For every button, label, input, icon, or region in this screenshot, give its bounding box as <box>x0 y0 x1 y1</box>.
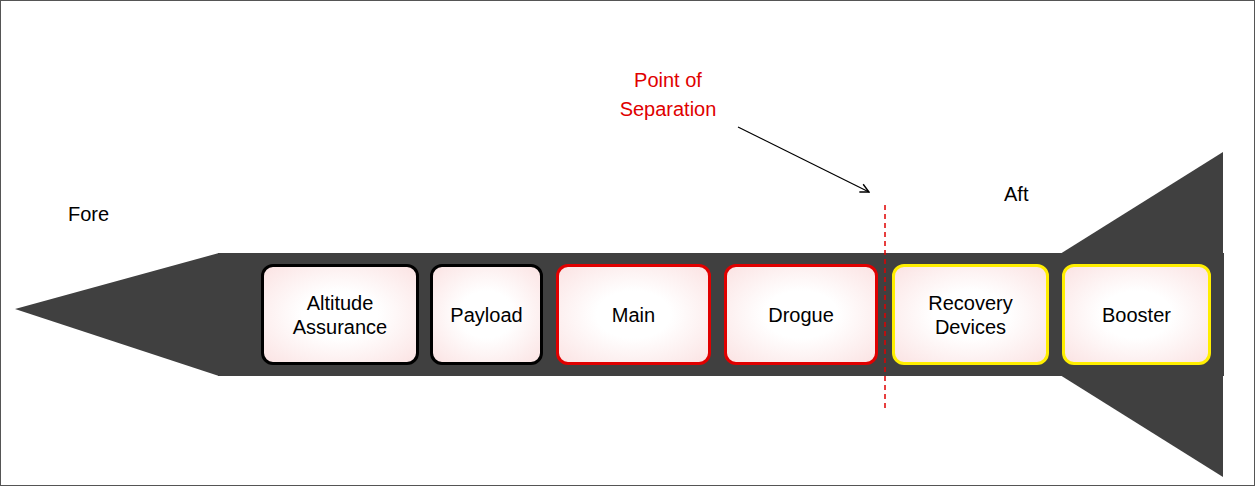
nose-cone <box>15 253 219 376</box>
leader-arrow <box>738 127 869 192</box>
section-box: Payload <box>430 264 543 365</box>
section-name: Booster <box>1102 303 1171 327</box>
section-box: Recovery Devices <box>892 264 1049 365</box>
text-wrap: Booster <box>1102 303 1171 327</box>
rocket-body <box>218 253 1224 376</box>
section-box: Booster <box>1062 264 1211 365</box>
text-wrap: Recovery Devices <box>901 291 1040 339</box>
direction-label: Aft <box>1004 180 1064 209</box>
fin <box>1060 375 1223 477</box>
section-box: Main <box>556 264 711 365</box>
section-name: Drogue <box>768 303 834 327</box>
text-wrap: Payload <box>450 303 522 327</box>
text-wrap: Altitude Assurance <box>270 291 410 339</box>
section-name: Main <box>612 303 655 327</box>
direction-label: Fore <box>68 200 148 229</box>
section-name: Payload <box>450 303 522 327</box>
section-name: Altitude Assurance <box>270 291 410 339</box>
fin <box>1060 152 1223 254</box>
text-wrap: Drogue <box>768 303 834 327</box>
section-box: Altitude Assurance <box>261 264 419 365</box>
separation-line <box>884 205 886 412</box>
section-box: Drogue <box>724 264 878 365</box>
text-wrap: Main <box>612 303 655 327</box>
separation-label: Point of Separation <box>598 66 738 124</box>
section-name: Recovery Devices <box>901 291 1040 339</box>
